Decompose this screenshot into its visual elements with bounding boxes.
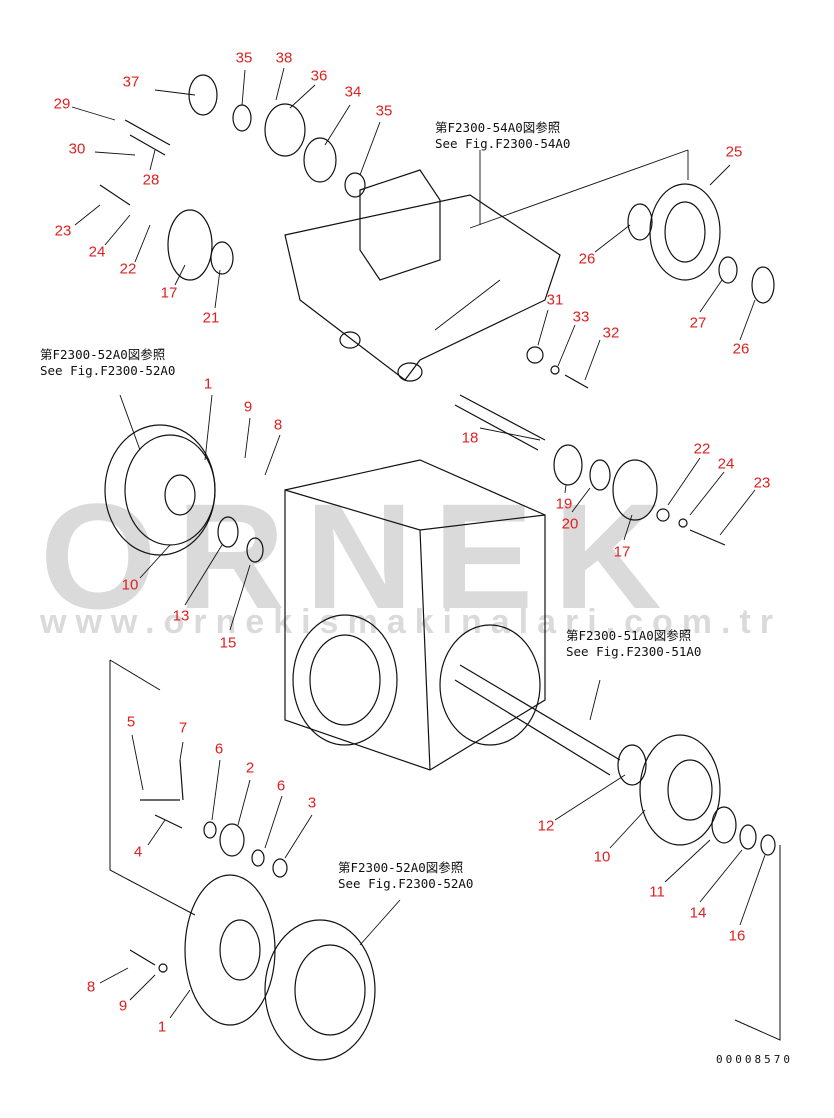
part-label: 35 bbox=[375, 102, 393, 120]
part-label: 24 bbox=[88, 243, 106, 261]
part-label: 6 bbox=[214, 740, 224, 758]
part-label: 28 bbox=[142, 171, 160, 189]
part-label: 21 bbox=[202, 309, 220, 327]
part-label: 8 bbox=[273, 416, 283, 434]
part-label: 19 bbox=[555, 495, 573, 513]
drawing-code: 00008570 bbox=[716, 1053, 793, 1066]
part-label: 8 bbox=[86, 978, 96, 996]
part-label: 9 bbox=[243, 398, 253, 416]
top-cover bbox=[284, 169, 561, 382]
watermark-url: www.ornekismakinalari.com.tr bbox=[40, 603, 783, 641]
ref-jp: 第F2300-54A0図参照 bbox=[435, 120, 561, 135]
part-label: 1 bbox=[203, 375, 213, 393]
part-label: 6 bbox=[276, 777, 286, 795]
part-label: 29 bbox=[53, 95, 71, 113]
part-label: 12 bbox=[537, 817, 555, 835]
part-label: 36 bbox=[310, 67, 328, 85]
part-label: 16 bbox=[728, 927, 746, 945]
part-label: 30 bbox=[68, 140, 86, 158]
ref-en: See Fig.F2300-52A0 bbox=[40, 363, 176, 378]
part-label: 25 bbox=[725, 143, 743, 161]
shaft-18 bbox=[454, 394, 546, 451]
ref-en: See Fig.F2300-52A0 bbox=[338, 876, 474, 891]
part-label: 9 bbox=[118, 997, 128, 1015]
part-label: 3 bbox=[307, 794, 317, 812]
part-label: 37 bbox=[122, 73, 140, 91]
part-label: 11 bbox=[649, 883, 665, 901]
ref-en: See Fig.F2300-54A0 bbox=[435, 136, 571, 151]
part-label: 10 bbox=[593, 848, 611, 866]
ref-jp: 第F2300-52A0図参照 bbox=[338, 860, 464, 875]
part-label: 4 bbox=[133, 843, 143, 861]
output-shaft bbox=[454, 664, 621, 776]
part-label: 15 bbox=[219, 634, 237, 652]
watermark-logo: ORNEK bbox=[40, 472, 682, 640]
part-label: 32 bbox=[602, 324, 620, 342]
part-label: 7 bbox=[178, 719, 188, 737]
part-label: 27 bbox=[689, 314, 707, 332]
part-label: 20 bbox=[561, 515, 579, 533]
part-label: 22 bbox=[119, 260, 137, 278]
part-label: 22 bbox=[693, 440, 711, 458]
part-label: 26 bbox=[732, 340, 750, 358]
ref-jp: 第F2300-52A0図参照 bbox=[40, 347, 166, 362]
part-label: 26 bbox=[578, 250, 596, 268]
part-label: 14 bbox=[689, 904, 707, 922]
part-label: 23 bbox=[54, 222, 72, 240]
ref-jp: 第F2300-51A0図参照 bbox=[566, 628, 692, 643]
part-label: 33 bbox=[572, 308, 590, 326]
transmission-case bbox=[284, 459, 546, 771]
part-label: 24 bbox=[717, 455, 735, 473]
part-label: 1 bbox=[157, 1018, 167, 1036]
part-label: 23 bbox=[753, 474, 771, 492]
part-label: 31 bbox=[546, 291, 564, 309]
part-label: 13 bbox=[172, 607, 190, 625]
part-label: 18 bbox=[461, 429, 479, 447]
ref-en: See Fig.F2300-51A0 bbox=[566, 644, 702, 659]
part-label: 5 bbox=[126, 713, 136, 731]
part-label: 17 bbox=[160, 284, 178, 302]
part-label: 2 bbox=[245, 759, 255, 777]
part-label: 10 bbox=[121, 576, 139, 594]
part-label: 17 bbox=[613, 543, 631, 561]
part-label: 34 bbox=[344, 83, 362, 101]
part-label: 35 bbox=[235, 49, 253, 67]
part-label: 38 bbox=[275, 49, 293, 67]
